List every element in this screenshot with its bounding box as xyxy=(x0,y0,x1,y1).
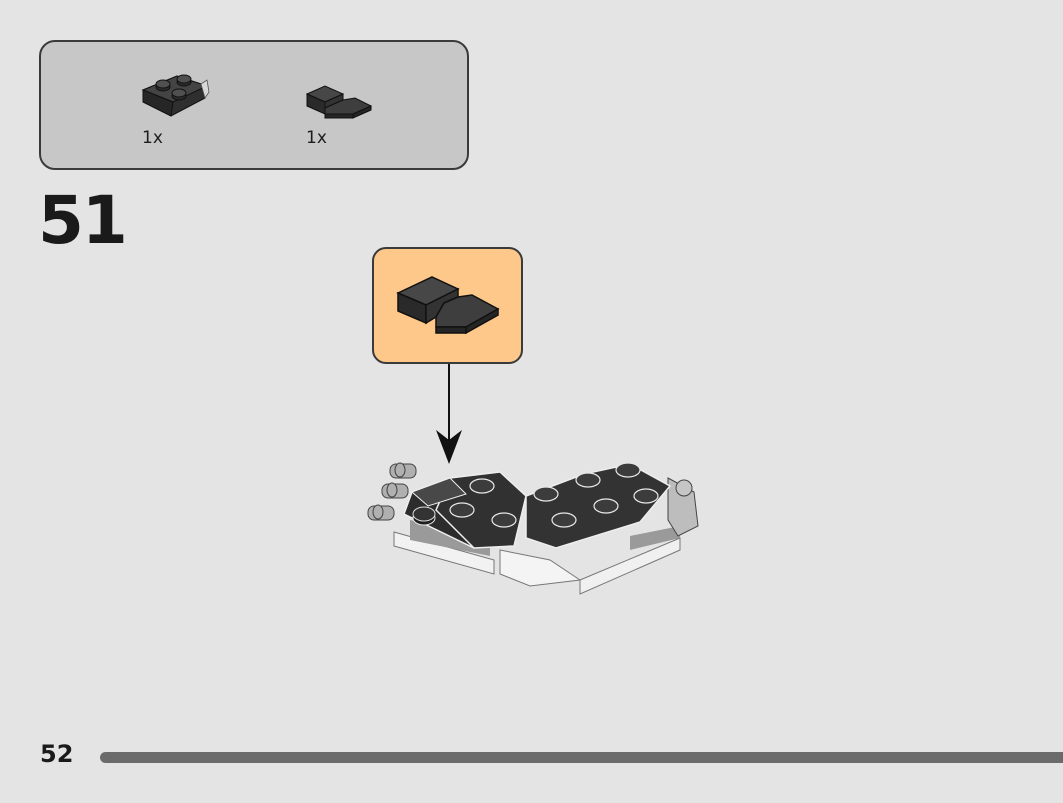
jumper-plate-tile-icon xyxy=(303,80,375,122)
page-number: 52 xyxy=(40,740,74,768)
new-part-callout xyxy=(372,247,523,364)
jumper-plate-tile-icon xyxy=(396,276,500,335)
placement-arrow-icon xyxy=(436,364,462,464)
part-quantity: 1x xyxy=(142,128,163,148)
model-assembly-illustration xyxy=(350,360,710,604)
part-quantity: 1x xyxy=(306,128,327,148)
step-number: 51 xyxy=(38,182,128,259)
wedge-plate-2x2-icon xyxy=(139,68,211,120)
progress-bar xyxy=(100,752,1063,763)
parts-list-panel: 1x 1x xyxy=(39,40,469,170)
